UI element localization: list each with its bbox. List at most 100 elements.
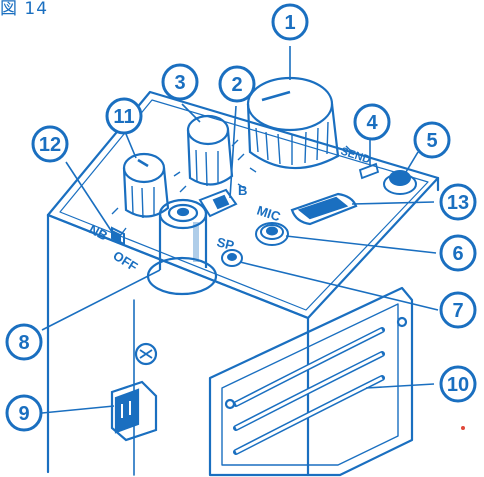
callout-number: 8	[18, 332, 29, 354]
mic-mid	[260, 224, 284, 240]
side-screw-cross	[139, 349, 153, 359]
callout-number: 1	[284, 12, 295, 34]
nb-switch-toggle	[113, 230, 121, 243]
knob3-grip	[195, 149, 219, 187]
label-send: SEND	[339, 145, 372, 166]
device-body	[46, 90, 440, 477]
callout-b-switch: 2	[218, 65, 256, 103]
leader-2	[229, 105, 237, 199]
sp-jack	[221, 249, 243, 267]
nb-switch-body	[111, 226, 125, 246]
callout-number: 13	[447, 192, 469, 214]
side-screw	[134, 342, 158, 366]
rim-line	[59, 99, 429, 311]
knob11-indicator	[137, 158, 149, 168]
antenna-top-inner	[167, 203, 199, 223]
knob11-top	[122, 152, 166, 184]
callout-circle	[413, 121, 451, 159]
leader-lines	[41, 46, 439, 414]
callout-side-socket: 9	[5, 394, 43, 432]
top-right-button	[383, 170, 417, 195]
label-b: B	[238, 183, 247, 198]
callout-number: 2	[231, 74, 242, 96]
leader-8	[41, 269, 161, 331]
callout-circle	[5, 394, 43, 432]
callout-number: 11	[113, 106, 134, 128]
leader-12	[65, 161, 113, 233]
leader-13	[351, 201, 435, 205]
label-sp: SP	[215, 234, 236, 253]
b-switch-toggle	[212, 194, 230, 210]
front-bottom-edge	[46, 213, 310, 320]
callout-circle	[5, 323, 43, 361]
large-knob-grip	[255, 121, 329, 165]
callout-circle	[439, 291, 477, 329]
antenna-body-sides	[158, 214, 208, 270]
callout-circle	[271, 3, 309, 41]
callout-number: 9	[18, 403, 29, 425]
callout-circle	[353, 103, 391, 141]
leader-6	[285, 235, 437, 254]
mic-jack	[255, 222, 289, 246]
vent-panel-inner	[221, 303, 399, 466]
accent-dot	[461, 426, 465, 430]
vent-slot-3-inner	[235, 376, 383, 454]
callout-number: 4	[366, 112, 378, 134]
side-socket-pins	[121, 401, 131, 418]
callout-circle	[439, 183, 477, 221]
callout-side-vent-panel: 10	[439, 365, 477, 403]
antenna-connector	[146, 198, 218, 296]
callout-number: 12	[39, 134, 61, 156]
vent-panel-frame	[208, 286, 414, 477]
vent-screw-top	[396, 316, 408, 328]
callout-number: 5	[426, 130, 437, 152]
leader-10	[365, 383, 435, 389]
vent-slot-1-inner	[235, 328, 383, 406]
large-knob-top	[246, 76, 334, 132]
label-off: OFF	[110, 248, 140, 275]
callout-circle	[161, 63, 199, 101]
leader-3	[181, 103, 201, 123]
antenna-top-outer	[158, 198, 208, 230]
callout-mic-jack: 6	[439, 234, 477, 272]
label-mic: MIC	[255, 203, 283, 225]
callout-number: 6	[452, 243, 463, 265]
vent-screw-bottom	[224, 398, 236, 410]
knob11-side	[122, 167, 170, 218]
button5-cap	[389, 170, 411, 186]
off-knob	[111, 152, 170, 237]
large-knob-indicator	[261, 90, 291, 102]
callout-circle	[218, 65, 256, 103]
callout-large-dial-knob: 1	[271, 3, 309, 41]
mic-inner	[266, 226, 278, 236]
knob11-grip	[131, 185, 155, 219]
leader-11	[125, 133, 137, 159]
callout-circle	[105, 97, 143, 135]
leader-7	[239, 261, 439, 311]
callout-number: 7	[452, 300, 463, 322]
mic-outer	[255, 222, 289, 246]
callout-off-knob: 11	[105, 97, 143, 135]
meter-window	[290, 192, 358, 226]
leader-5	[405, 151, 419, 173]
side-parts	[110, 342, 158, 442]
nb-switch	[111, 226, 125, 246]
sp-outer	[221, 249, 243, 267]
knob3-top	[186, 114, 230, 146]
large-knob-side	[246, 103, 340, 170]
callout-circle	[439, 234, 477, 272]
leader-9	[41, 405, 115, 414]
callout-small-knob: 3	[161, 63, 199, 101]
figure-caption: 図 14	[0, 0, 49, 19]
knob3-scale	[173, 167, 257, 193]
callout-circle	[439, 365, 477, 403]
callout-circle	[31, 125, 69, 163]
b-switch	[198, 188, 238, 218]
callout-number: 3	[174, 72, 185, 94]
callout-antenna-connector: 8	[5, 323, 43, 361]
sp-inner	[227, 253, 237, 261]
callout-top-right-button: 5	[413, 121, 451, 159]
side-vent-panel	[208, 286, 414, 477]
